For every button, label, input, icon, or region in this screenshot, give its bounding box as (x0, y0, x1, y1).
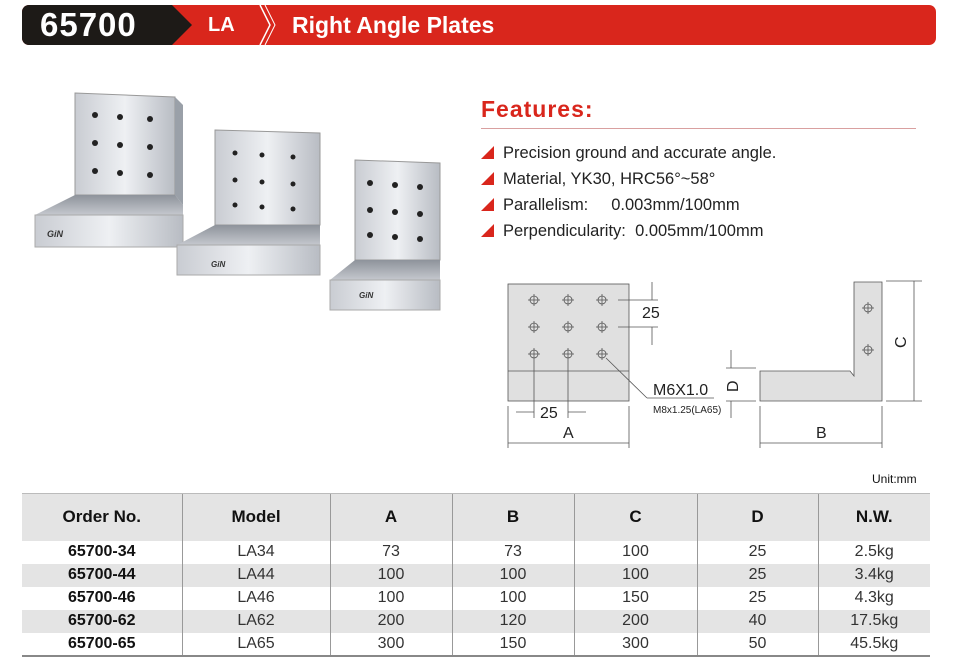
table-cell: 65700-34 (67, 543, 136, 560)
svg-text:GiN: GiN (359, 291, 373, 300)
table-cell: 73 (451, 540, 574, 564)
table-cell: 120 (451, 609, 574, 633)
table-cell: 25 (696, 586, 818, 610)
table-cell: 65700-62 (22, 609, 182, 633)
column-header: Model (181, 493, 330, 541)
table-cell: 3.4kg (817, 563, 930, 587)
product-title: Right Angle Plates (292, 12, 495, 38)
product-code: 65700 (22, 5, 192, 45)
table-cell: 65700-44 (22, 563, 182, 587)
table-cell: 100 (329, 586, 452, 610)
thread-spec-alt: M8x1.25(LA65) (653, 405, 721, 416)
table-cell: 200 (329, 609, 452, 633)
features-title: Features: (481, 96, 594, 122)
table-cell: LA34 (181, 540, 330, 564)
dim-c: C (893, 336, 910, 348)
table-cell: 65700-46 (67, 589, 136, 606)
divider (481, 128, 916, 129)
dim-a: A (563, 425, 574, 442)
table-cell: 100 (329, 563, 452, 587)
bullet-triangle-icon (481, 224, 494, 237)
bullet-triangle-icon (481, 198, 494, 211)
table-cell: 45.5kg (817, 632, 930, 657)
column-header: B (451, 493, 574, 541)
table-cell: 25 (696, 563, 818, 587)
bullet-triangle-icon (481, 172, 494, 185)
table-cell: 50 (696, 632, 818, 657)
table-cell: LA62 (181, 609, 330, 633)
table-cell: 200 (573, 609, 697, 633)
thread-spec: M6X1.0 (653, 382, 708, 399)
column-header: N.W. (817, 493, 930, 541)
table-cell: 150 (451, 632, 574, 657)
table-cell: LA65 (181, 632, 330, 657)
table-cell: 100 (573, 563, 697, 587)
table-cell: 100 (451, 563, 574, 587)
table-cell: 65700-65 (22, 632, 182, 657)
table-cell: 2.5kg (817, 540, 930, 564)
table-cell: 25 (696, 540, 818, 564)
feature-item: Perpendicularity: 0.005mm/100mm (481, 222, 763, 241)
feature-item: Parallelism: 0.003mm/100mm (481, 196, 740, 215)
header-banner: 65700 LA Right Angle Plates (22, 5, 936, 45)
series-label: LA (208, 14, 235, 36)
chevron-icon (259, 5, 276, 45)
dim-b: B (816, 425, 827, 442)
svg-text:GiN: GiN (211, 260, 225, 269)
column-header: D (696, 493, 818, 541)
pitch-vertical: 25 (642, 305, 660, 322)
column-header: A (329, 493, 452, 541)
bullet-triangle-icon (481, 146, 494, 159)
unit-label: Unit:mm (872, 472, 917, 486)
logo: GiN (47, 229, 64, 239)
table-cell: 150 (573, 586, 697, 610)
column-header: C (573, 493, 697, 541)
table-cell: 4.3kg (817, 586, 930, 610)
dim-d: D (725, 380, 742, 392)
column-header: Order No. (22, 493, 182, 541)
table-cell: 300 (573, 632, 697, 657)
feature-item: Material, YK30, HRC56°~58° (481, 170, 715, 189)
table-cell: LA44 (181, 563, 330, 587)
pitch-horizontal: 25 (540, 405, 558, 422)
table-cell: 73 (329, 540, 452, 564)
dimension-drawing: 25 25 A B C D M6X1.0 M8x1.25(LA65) (507, 280, 922, 448)
table-cell: 300 (329, 632, 452, 657)
table-cell: 100 (573, 540, 697, 564)
feature-item: Precision ground and accurate angle. (481, 144, 776, 163)
table-cell: LA46 (181, 586, 330, 610)
table-cell: 100 (451, 586, 574, 610)
table-cell: 40 (696, 609, 818, 633)
product-photo: GiN GiN GiN (34, 92, 441, 311)
table-cell: 17.5kg (817, 609, 930, 633)
